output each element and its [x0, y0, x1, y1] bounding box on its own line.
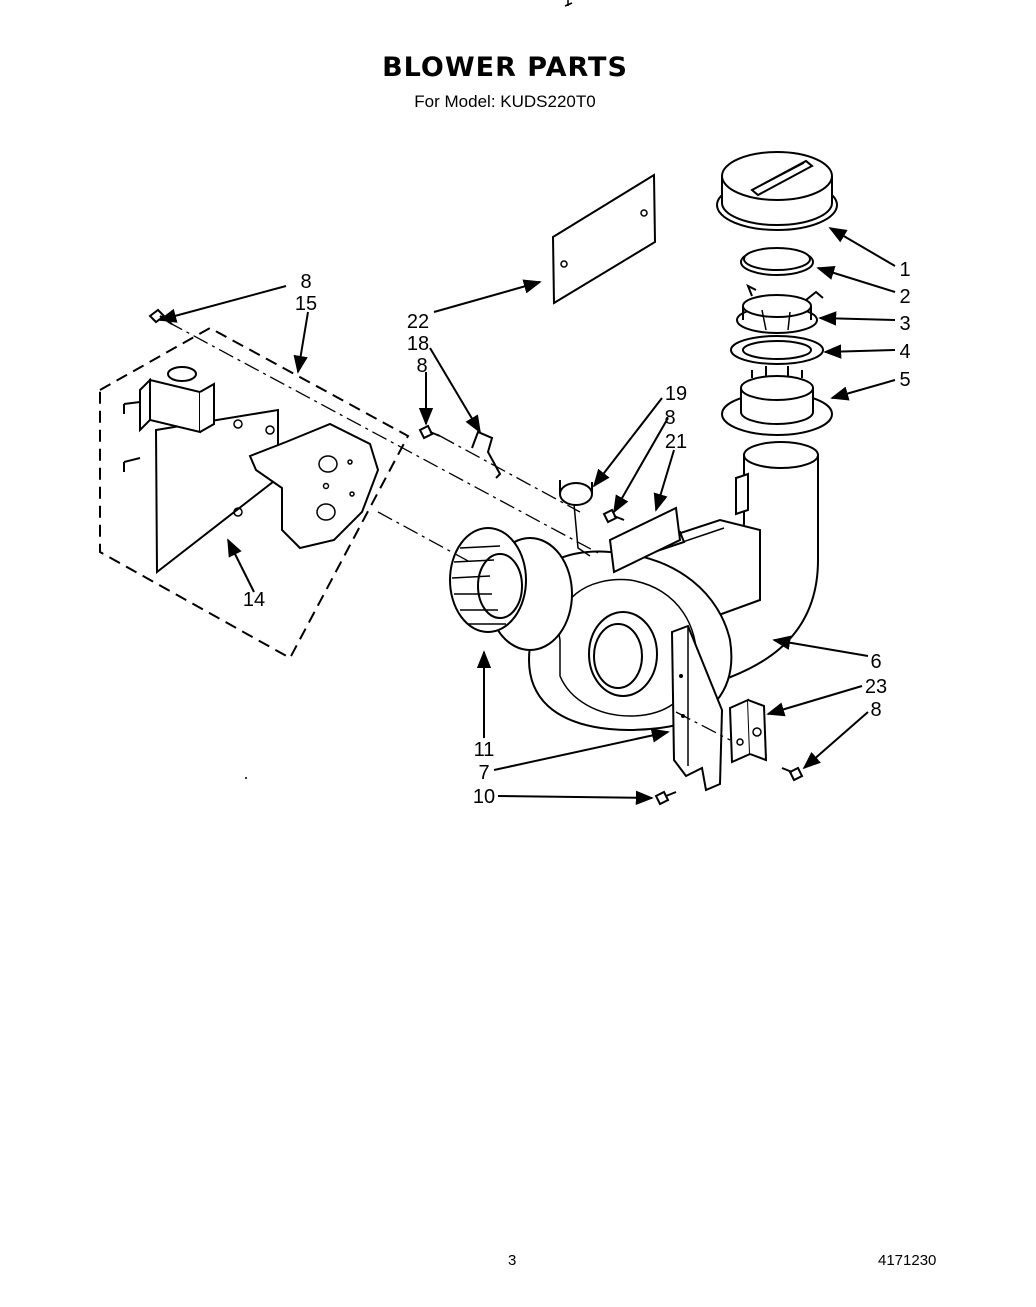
callout-8-mid: 8 — [416, 355, 427, 377]
callout-22: 22 — [407, 311, 429, 333]
screw-8-mid — [418, 424, 441, 440]
mounting-plate-part — [248, 422, 380, 550]
page-title: BLOWER PARTS — [382, 52, 628, 83]
callout-21: 21 — [665, 431, 687, 453]
callout-2: 2 — [899, 286, 910, 308]
screw-10 — [654, 790, 677, 806]
top-mark — [564, 0, 573, 7]
assembly-centerline-upper — [167, 321, 601, 555]
callout-8-top: 8 — [300, 271, 311, 293]
callout-5: 5 — [899, 369, 910, 391]
callout-19: 19 — [665, 383, 687, 405]
bracket-part — [670, 624, 724, 792]
assembly-centerline-mid — [439, 435, 581, 513]
terminal-board-part — [608, 506, 682, 574]
blower-wheel-part — [449, 527, 573, 651]
blower-housing-part — [528, 441, 819, 731]
ring-part — [740, 247, 814, 276]
document-number: 4171230 — [878, 1252, 937, 1269]
assembly-centerline-shaft — [377, 511, 471, 563]
motor-assembly-boundary — [99, 326, 410, 660]
page-number: 3 — [508, 1252, 517, 1269]
collar-part — [721, 366, 833, 436]
callout-15: 15 — [295, 293, 317, 315]
capacitor-part — [559, 480, 593, 557]
motor-part — [123, 366, 279, 575]
callout-14: 14 — [243, 589, 265, 611]
stray-dot — [245, 777, 247, 779]
assembly-centerline-lower — [675, 711, 731, 741]
gasket-part — [730, 335, 824, 365]
clip-part — [471, 430, 502, 479]
callout-23: 23 — [865, 676, 887, 698]
retainer-part — [736, 283, 824, 334]
callout-11: 11 — [474, 739, 495, 761]
cover-plate-part — [551, 173, 657, 305]
cap-part — [716, 151, 838, 231]
callout-8-right: 8 — [664, 407, 675, 429]
screw-8-lower — [781, 766, 804, 782]
model-subtitle: For Model: KUDS220T0 — [414, 92, 596, 111]
callout-18: 18 — [407, 333, 429, 355]
callout-8-lower: 8 — [870, 699, 881, 721]
callout-6: 6 — [870, 651, 881, 673]
leader-lines — [158, 227, 896, 805]
callout-1: 1 — [899, 259, 910, 281]
screw-8-right — [602, 508, 625, 524]
callout-10: 10 — [473, 786, 495, 808]
small-bracket-part — [728, 698, 768, 764]
callout-4: 4 — [899, 341, 910, 363]
callout-3: 3 — [899, 313, 910, 335]
callout-7: 7 — [478, 762, 489, 784]
